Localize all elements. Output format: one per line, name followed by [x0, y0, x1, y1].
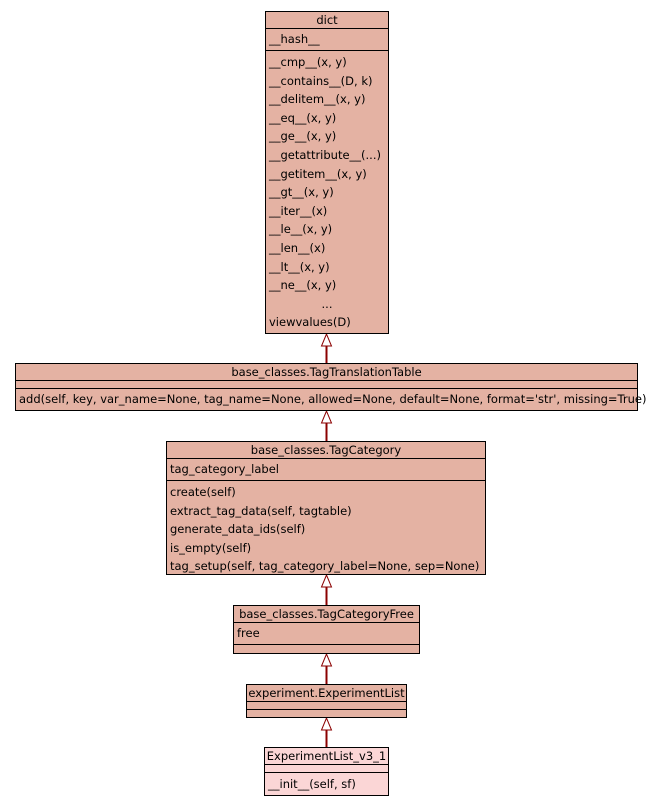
method-getattribute: __getattribute__(...)	[269, 147, 381, 162]
method-ellipsis: ...	[321, 296, 333, 311]
attributes-experimentlist-v3-1	[265, 765, 388, 773]
method-extract-tag-data: extract_tag_data(self, tagtable)	[170, 503, 352, 518]
method-iter: __iter__(x)	[269, 203, 328, 218]
edge-experimentlist-to-experimentlistv31	[320, 716, 333, 747]
method-generate-data-ids: generate_data_ids(self)	[170, 522, 306, 537]
method-gt: __gt__(x, y)	[269, 185, 334, 200]
class-box-tagcategoryfree[interactable]: base_classes.TagCategoryFree free	[233, 605, 420, 654]
edge-tagtranslationtable-to-tagcategory	[320, 409, 333, 441]
attribute-tag-category-label: tag_category_label	[170, 462, 279, 476]
method-ne: __ne__(x, y)	[269, 278, 337, 293]
attributes-dict: __hash__	[266, 29, 388, 51]
attributes-tagcategory: tag_category_label	[167, 459, 485, 481]
edge-tagcategoryfree-to-experimentlist	[320, 652, 333, 684]
method-contains: __contains__(D, k)	[269, 73, 373, 88]
methods-experimentlist-v3-1: __init__(self, sf)	[265, 773, 388, 795]
methods-dict: __cmp__(x, y) __contains__(D, k) __delit…	[266, 51, 388, 334]
methods-tagtranslationtable: add(self, key, var_name=None, tag_name=N…	[16, 389, 647, 410]
method-delitem: __delitem__(x, y)	[269, 92, 366, 107]
methods-experimentlist	[247, 710, 406, 717]
class-box-tagtranslationtable[interactable]: base_classes.TagTranslationTable add(sel…	[15, 363, 647, 411]
class-name-dict: dict	[266, 12, 388, 29]
edge-tagcategory-to-tagcategoryfree	[320, 573, 333, 605]
method-viewvalues: viewvalues(D)	[269, 315, 351, 330]
attributes-experimentlist	[247, 702, 406, 710]
class-box-experimentlist-v3-1[interactable]: ExperimentList_v3_1 __init__(self, sf)	[264, 747, 389, 796]
attribute-free: free	[237, 626, 260, 640]
class-name-tagcategory: base_classes.TagCategory	[167, 442, 485, 459]
attribute-hash: __hash__	[269, 32, 320, 46]
class-box-experimentlist[interactable]: experiment.ExperimentList	[246, 684, 407, 718]
method-tag-setup: tag_setup(self, tag_category_label=None,…	[170, 559, 480, 574]
class-box-tagcategory[interactable]: base_classes.TagCategory tag_category_la…	[166, 441, 486, 575]
method-is-empty: is_empty(self)	[170, 540, 252, 555]
attributes-tagtranslationtable	[16, 381, 637, 389]
class-name-experimentlist: experiment.ExperimentList	[247, 686, 406, 702]
method-le: __le__(x, y)	[269, 222, 333, 237]
class-box-dict[interactable]: dict __hash__ __cmp__(x, y) __contains__…	[265, 11, 389, 334]
method-lt: __lt__(x, y)	[269, 259, 330, 274]
method-eq: __eq__(x, y)	[269, 110, 337, 125]
class-name-tagtranslationtable: base_classes.TagTranslationTable	[16, 364, 637, 381]
attributes-tagcategoryfree: free	[234, 623, 419, 645]
method-cmp: __cmp__(x, y)	[269, 55, 347, 69]
methods-tagcategoryfree	[234, 645, 419, 652]
class-name-experimentlist-v3-1: ExperimentList_v3_1	[265, 749, 388, 765]
method-getitem: __getitem__(x, y)	[269, 166, 367, 181]
method-create: create(self)	[170, 485, 236, 499]
methods-tagcategory: create(self) extract_tag_data(self, tagt…	[167, 481, 485, 578]
method-ge: __ge__(x, y)	[269, 129, 337, 144]
edge-dict-to-tagtranslationtable	[320, 332, 333, 363]
method-add: add(self, key, var_name=None, tag_name=N…	[19, 392, 647, 406]
class-name-tagcategoryfree: base_classes.TagCategoryFree	[234, 606, 419, 623]
method-init: __init__(self, sf)	[268, 777, 356, 791]
method-len: __len__(x)	[269, 240, 326, 255]
